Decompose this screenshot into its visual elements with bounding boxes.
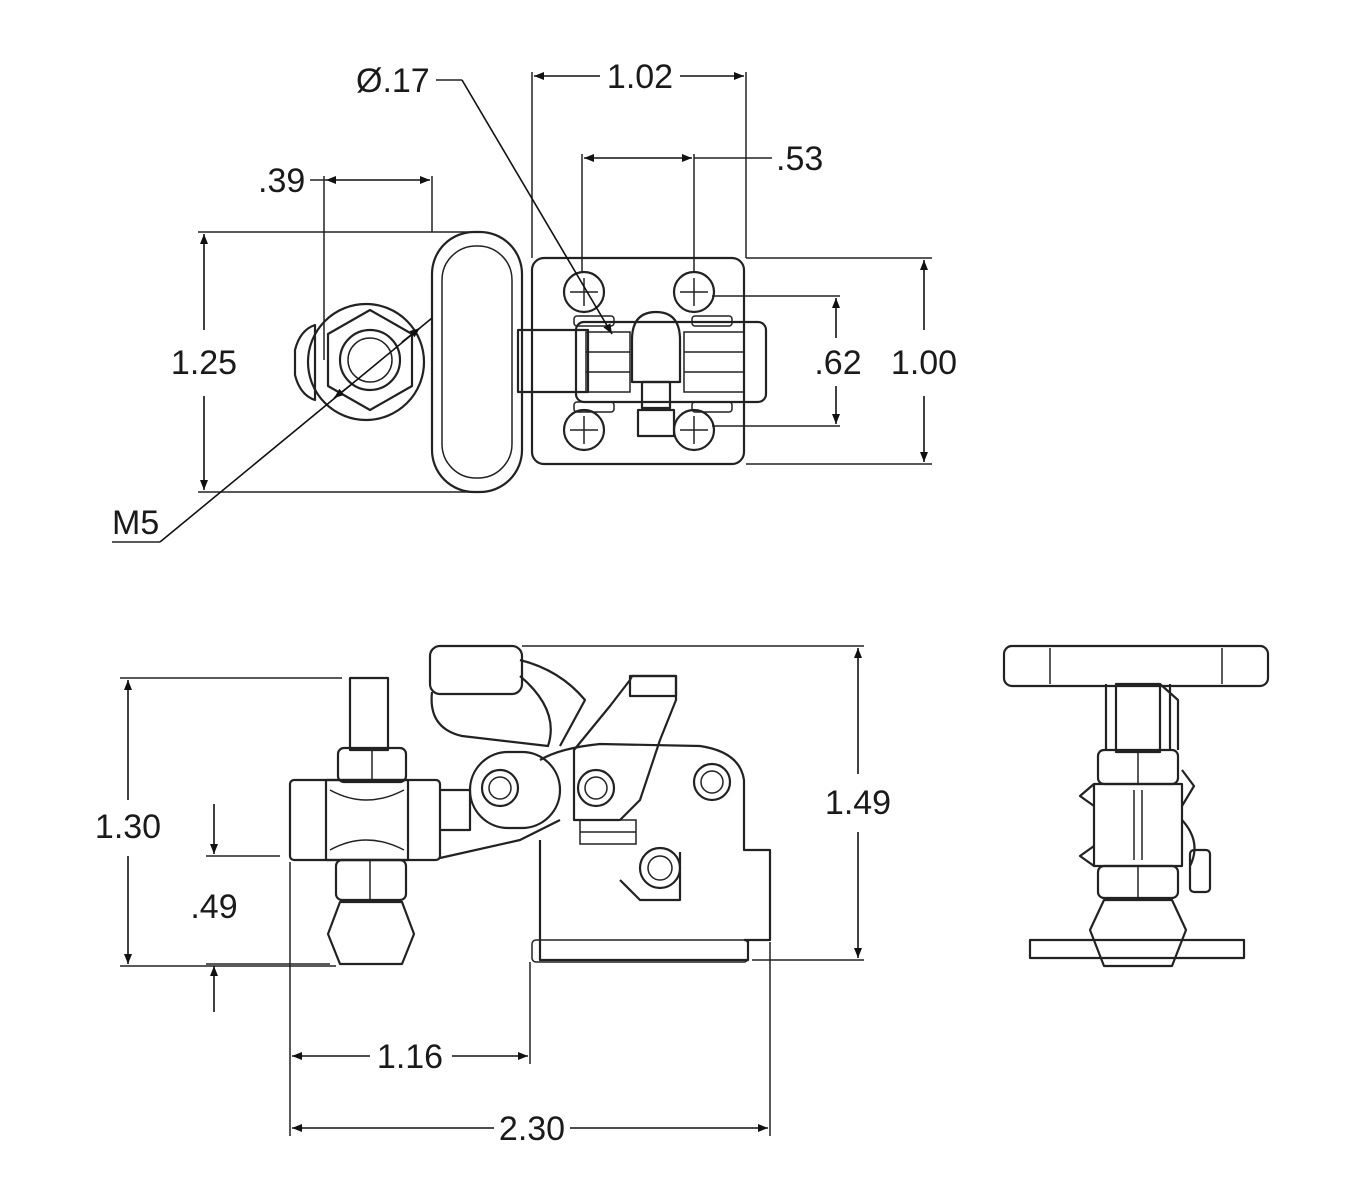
dim-overall-length: 2.30 [499,1110,565,1148]
dim-hole-diameter: Ø.17 [356,62,430,100]
dim-hole-spacing-y: .62 [814,344,861,382]
top-dimensions: 1.02 .53 Ø.17 .39 1.25 .62 1.0 [112,58,957,543]
dim-overall-height: 1.49 [825,784,891,822]
dim-spindle-offset: .39 [258,162,305,200]
dim-tip-height: .49 [190,888,237,926]
front-dimensions: 1.30 .49 1.49 1.16 2.30 [95,645,891,1148]
front-spindle-rod [348,676,390,752]
dim-base-depth: 1.00 [891,344,957,382]
front-view [288,644,772,966]
top-view [293,230,768,494]
front-tip [326,900,416,966]
side-view [1002,644,1270,968]
side-handle [1002,644,1270,688]
dim-thread: M5 [112,504,159,542]
front-handle [428,644,524,696]
side-tip [1088,898,1188,968]
side-base [1028,938,1246,960]
dim-overall-top-height: 1.25 [171,344,237,382]
dim-spindle-height: 1.30 [95,808,161,846]
dim-hole-spacing-x: .53 [776,140,823,178]
dim-base-width: 1.02 [607,58,673,96]
dim-reach: 1.16 [377,1038,443,1076]
handle-pad [430,230,524,494]
spindle-washer [306,302,426,422]
